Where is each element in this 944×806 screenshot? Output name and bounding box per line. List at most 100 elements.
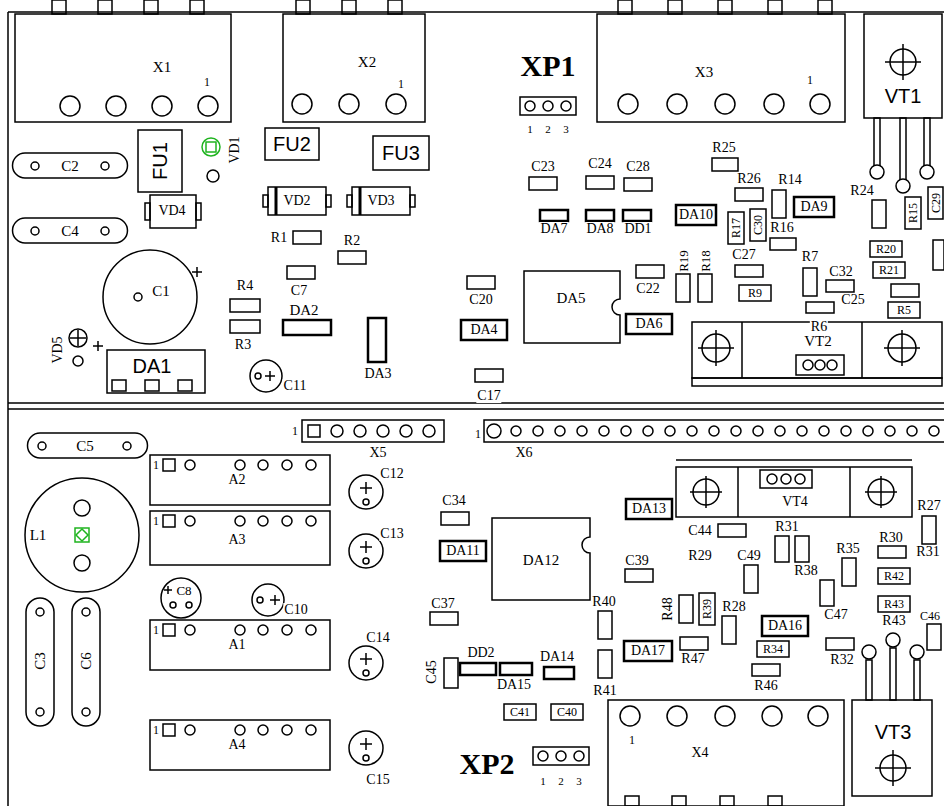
ic-outline — [107, 350, 205, 393]
connector-outline — [709, 426, 719, 436]
transistor-outline — [781, 474, 791, 484]
diode-outline — [352, 187, 410, 215]
module-outline — [150, 455, 330, 770]
connector-outline — [621, 426, 631, 436]
connector-outline — [302, 420, 444, 442]
ic-outline — [107, 197, 834, 679]
diode-outline — [268, 187, 326, 215]
capacitor-outline — [349, 475, 383, 509]
part-label: C47 — [823, 608, 848, 622]
part-label: R43 — [883, 598, 905, 610]
smd-pad-outline — [230, 158, 944, 688]
ic-outline — [460, 663, 496, 675]
capacitor-outline — [31, 162, 39, 170]
part-label: DA9 — [799, 200, 828, 214]
part-label: DD1 — [623, 222, 652, 236]
connector-outline — [556, 751, 566, 761]
smd-pad-outline — [444, 658, 458, 688]
ic-outline — [524, 271, 620, 343]
part-label: FU2 — [272, 134, 312, 154]
connector-outline — [797, 426, 807, 436]
part-label: VD3 — [366, 194, 395, 208]
label-frame — [878, 568, 910, 584]
diode-outline — [207, 170, 219, 182]
part-label: C17 — [476, 389, 501, 403]
smd-pad-outline — [744, 565, 758, 593]
module-outline — [235, 725, 245, 735]
polarity-mark — [360, 541, 372, 553]
ic-outline — [586, 210, 614, 221]
transistor-outline — [676, 459, 912, 461]
connector-outline — [577, 426, 587, 436]
part-label: A3 — [227, 533, 246, 547]
capacitor-outline — [13, 218, 128, 243]
smd-pad-outline — [712, 158, 738, 171]
module-outline — [306, 516, 316, 526]
part-label: C40 — [556, 706, 578, 718]
ic-outline — [623, 210, 651, 221]
part-label: C10 — [283, 603, 308, 617]
ic-outline — [794, 197, 834, 217]
label-frame — [750, 209, 766, 241]
ic-outline — [461, 320, 507, 340]
label-frame — [873, 262, 905, 278]
part-label: VT4 — [781, 495, 809, 509]
pin-number: 1 — [152, 624, 160, 636]
part-label: C11 — [283, 379, 308, 393]
part-label: R24 — [849, 184, 874, 198]
part-label: R40 — [591, 595, 616, 609]
connector-outline — [818, 0, 832, 14]
fuse-outline — [138, 130, 182, 192]
connector-outline — [15, 14, 231, 122]
transistor-outline — [690, 476, 722, 508]
transistor-outline — [795, 474, 805, 484]
connector-outline — [625, 796, 639, 806]
polarity-mark — [360, 653, 372, 665]
transistor-outline — [885, 44, 921, 80]
module-outline — [282, 725, 292, 735]
part-label: XP1 — [520, 51, 577, 81]
part-label: R48 — [661, 596, 675, 621]
smd-pad-outline — [775, 536, 789, 562]
pin-number: 3 — [575, 776, 583, 787]
smd-pad-outline — [698, 274, 712, 302]
transistor-outline — [924, 118, 930, 168]
pin-number: 2 — [557, 776, 565, 787]
part-label: DA1 — [132, 356, 173, 376]
part-label: R39 — [701, 598, 713, 620]
capacitor-outline — [186, 602, 192, 608]
part-label: DA8 — [585, 222, 614, 236]
ic-outline — [624, 641, 672, 661]
pin-number: 3 — [562, 124, 570, 135]
part-label: VT3 — [874, 722, 913, 742]
connector-outline — [561, 101, 571, 111]
connector-outline — [715, 706, 735, 726]
ic-outline — [145, 380, 159, 391]
label-frame — [928, 187, 943, 219]
connector-outline — [308, 425, 320, 437]
transistor-outline — [890, 648, 896, 700]
part-label: C41 — [509, 706, 531, 718]
connector-outline — [885, 426, 895, 436]
ic-outline — [283, 320, 331, 335]
part-label: DA2 — [288, 303, 319, 318]
capacitor-outline — [363, 755, 369, 761]
pin-number: 1 — [291, 425, 299, 437]
part-label: R46 — [753, 679, 778, 693]
smd-pad-outline — [624, 178, 652, 191]
transistor-outline — [874, 118, 880, 168]
diode-outline — [263, 195, 268, 207]
part-label: C44 — [687, 524, 712, 538]
inductor-outline — [75, 528, 89, 542]
connector-outline — [907, 426, 917, 436]
part-label: C2 — [60, 159, 80, 174]
module-outline — [185, 460, 195, 470]
capacitor-outline — [257, 597, 263, 603]
module-outline — [163, 459, 175, 471]
connector-outline — [98, 0, 112, 14]
part-label: VT2 — [803, 334, 833, 349]
smd-pad-outline — [529, 177, 557, 190]
connector-outline — [190, 0, 204, 14]
smd-pad-outline — [467, 276, 495, 289]
smd-pad-outline — [770, 238, 796, 250]
